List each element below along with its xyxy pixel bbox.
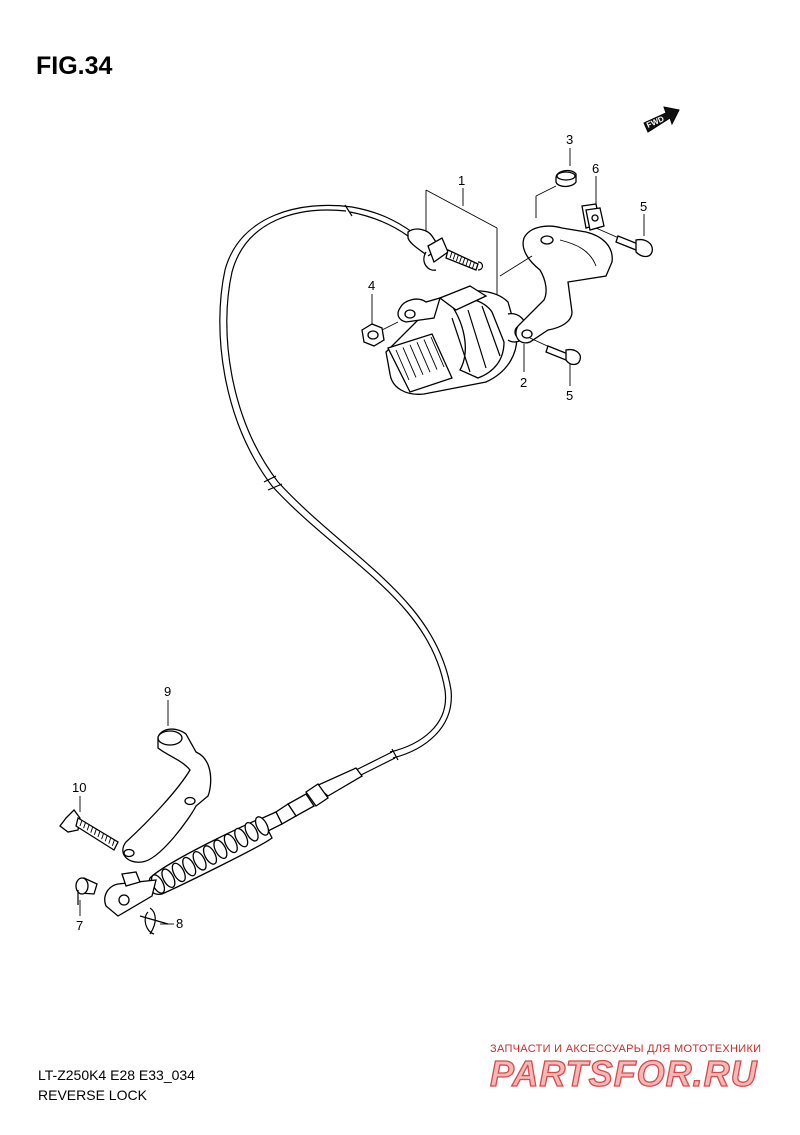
callout-1: 1 <box>458 173 465 188</box>
callout-3: 3 <box>566 132 573 147</box>
callout-7: 7 <box>76 918 83 933</box>
figure-code: LT-Z250K4 E28 E33_034 <box>38 1067 195 1083</box>
rib <box>213 839 228 859</box>
callout-9: 9 <box>164 684 171 699</box>
rib <box>244 822 259 842</box>
thread-line <box>455 254 459 262</box>
thread-line <box>430 336 445 368</box>
rib <box>223 833 238 854</box>
cable-clevis <box>104 871 157 917</box>
figure-name: REVERSE LOCK <box>38 1087 148 1103</box>
switch-bracket <box>515 225 613 344</box>
thread-line <box>459 256 463 263</box>
lower-screw <box>545 345 582 366</box>
upper-screw <box>615 235 653 258</box>
thread-line <box>101 833 105 840</box>
nut <box>361 321 399 347</box>
rib <box>171 862 186 883</box>
callout-6: 6 <box>592 161 599 176</box>
thread-line <box>402 347 417 378</box>
rib <box>192 851 207 871</box>
callout-8: 8 <box>176 916 183 931</box>
bracket-bolt <box>59 809 119 851</box>
rib <box>234 827 249 848</box>
thread-line <box>423 339 438 370</box>
thread-line <box>471 262 475 269</box>
thread-line <box>462 257 466 265</box>
rib <box>182 856 197 877</box>
callout-leaders <box>79 148 645 925</box>
thread-line <box>90 826 94 833</box>
watermark-brand: PARTSFOR.RU <box>490 1053 758 1094</box>
callout-2: 2 <box>520 375 527 390</box>
thread-line <box>468 260 472 268</box>
thread-line <box>111 839 115 846</box>
thread-line <box>104 835 108 842</box>
lower-bracket <box>122 728 212 863</box>
cable-boot <box>148 816 273 895</box>
watermark: ЗАПЧАСТИ И АКСЕССУАРЫ ДЛЯ МОТОТЕХНИКИ PA… <box>489 1043 761 1095</box>
thread-line <box>83 822 87 829</box>
clip-nut <box>581 203 605 231</box>
screw <box>555 169 577 188</box>
figure-title: FIG.34 <box>36 52 113 80</box>
thread-line <box>465 259 469 266</box>
rib <box>202 845 218 865</box>
thread-line <box>108 837 112 844</box>
callout-5-upper: 5 <box>640 199 647 214</box>
reverse-lock-switch <box>385 285 527 395</box>
thread-line <box>79 819 83 827</box>
thread-line <box>395 349 410 381</box>
thread-line <box>449 251 453 259</box>
fwd-direction-badge: FWD <box>643 106 680 133</box>
callout-5-lower: 5 <box>566 388 573 403</box>
thread-line <box>416 342 431 373</box>
thread-line <box>97 830 101 838</box>
callout-numbers: 1 2 3 4 5 5 6 7 8 9 10 <box>72 132 647 933</box>
rib <box>161 868 176 888</box>
thread-line <box>86 824 90 831</box>
callout-10: 10 <box>72 780 86 795</box>
cable-upper-end <box>407 228 484 271</box>
callout-4: 4 <box>368 278 375 293</box>
thread-line <box>452 253 456 260</box>
thread-line <box>93 828 97 835</box>
rib <box>254 816 270 836</box>
clevis-pin <box>75 877 98 905</box>
forward-arrow-icon <box>643 106 680 133</box>
cotter-pin <box>139 907 169 935</box>
thread-line <box>409 344 424 375</box>
watermark-tagline: ЗАПЧАСТИ И АКСЕССУАРЫ ДЛЯ МОТОТЕХНИКИ <box>490 1043 761 1055</box>
